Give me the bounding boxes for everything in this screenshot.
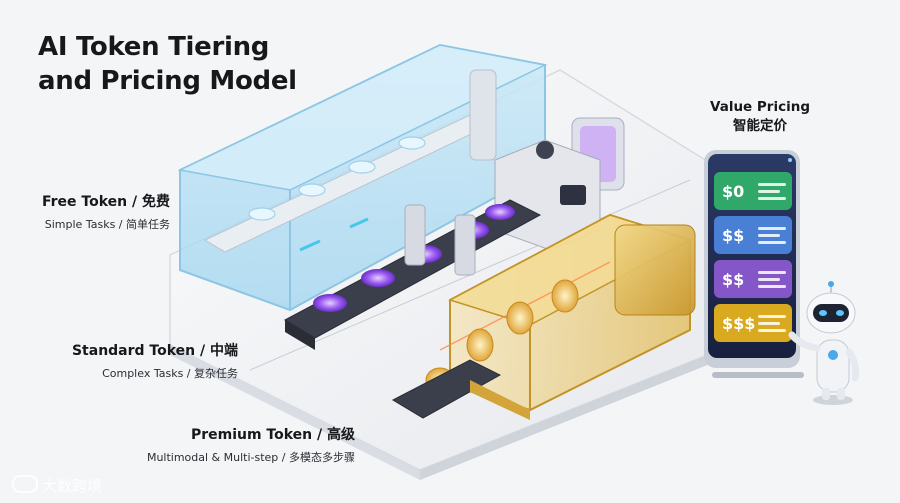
value-pricing-en: Value Pricing xyxy=(710,99,810,115)
price-list: $0$$$$$$$ xyxy=(714,172,792,342)
watermark: 大数跨境 xyxy=(12,475,102,496)
robot-mascot-icon xyxy=(788,281,860,405)
price-row-background xyxy=(714,216,792,254)
premium-machine xyxy=(391,213,696,420)
price-row: $$$ xyxy=(714,304,792,342)
price-detail-line xyxy=(758,329,786,332)
value-pricing-label: Value Pricing 智能定价 xyxy=(700,98,820,136)
price-detail-line xyxy=(758,234,780,237)
title-line-2: and Pricing Model xyxy=(38,66,297,96)
price-detail-line xyxy=(758,285,786,288)
tier-standard: Standard Token / 中端 Complex Tasks / 复杂任务 xyxy=(72,342,238,381)
price-detail-line xyxy=(758,322,780,325)
tier-free-desc: Simple Tasks / 简单任务 xyxy=(44,218,170,231)
price-row: $0 xyxy=(714,172,792,210)
tier-premium: Premium Token / 高级 Multimodal & Multi-st… xyxy=(147,426,355,465)
price-detail-line xyxy=(758,271,786,274)
price-detail-line xyxy=(758,315,786,318)
tier-standard-name: Standard Token / 中端 xyxy=(71,343,238,359)
price-value: $$ xyxy=(722,226,744,245)
tier-free-name: Free Token / 免费 xyxy=(41,194,170,210)
tier-premium-desc: Multimodal & Multi-step / 多模态多步骤 xyxy=(146,451,355,464)
price-row: $$ xyxy=(714,216,792,254)
price-row-background xyxy=(714,260,792,298)
price-detail-line xyxy=(758,190,780,193)
price-row: $$ xyxy=(714,260,792,298)
price-detail-line xyxy=(758,241,786,244)
standard-machine xyxy=(283,117,625,350)
price-detail-line xyxy=(758,278,780,281)
value-pricing-cn: 智能定价 xyxy=(733,118,787,134)
tier-free: Free Token / 免费 Simple Tasks / 简单任务 xyxy=(42,193,170,232)
watermark-text: 大数跨境 xyxy=(42,477,103,495)
tier-premium-name: Premium Token / 高级 xyxy=(190,427,355,443)
price-value: $0 xyxy=(722,182,744,201)
price-detail-line xyxy=(758,197,786,200)
title-line-1: AI Token Tiering xyxy=(38,32,270,62)
price-detail-line xyxy=(758,227,786,230)
watermark-logo-icon xyxy=(12,475,38,493)
glass-enclosure xyxy=(177,43,548,312)
page-title: AI Token Tiering and Pricing Model xyxy=(38,30,297,98)
price-value: $$$ xyxy=(722,314,755,333)
pricing-kiosk: $0$$$$$$$ xyxy=(704,150,804,378)
price-value: $$ xyxy=(722,270,744,289)
price-row-background xyxy=(714,304,792,342)
tier-standard-desc: Complex Tasks / 复杂任务 xyxy=(102,367,238,380)
price-detail-line xyxy=(758,183,786,186)
price-row-background xyxy=(714,172,792,210)
